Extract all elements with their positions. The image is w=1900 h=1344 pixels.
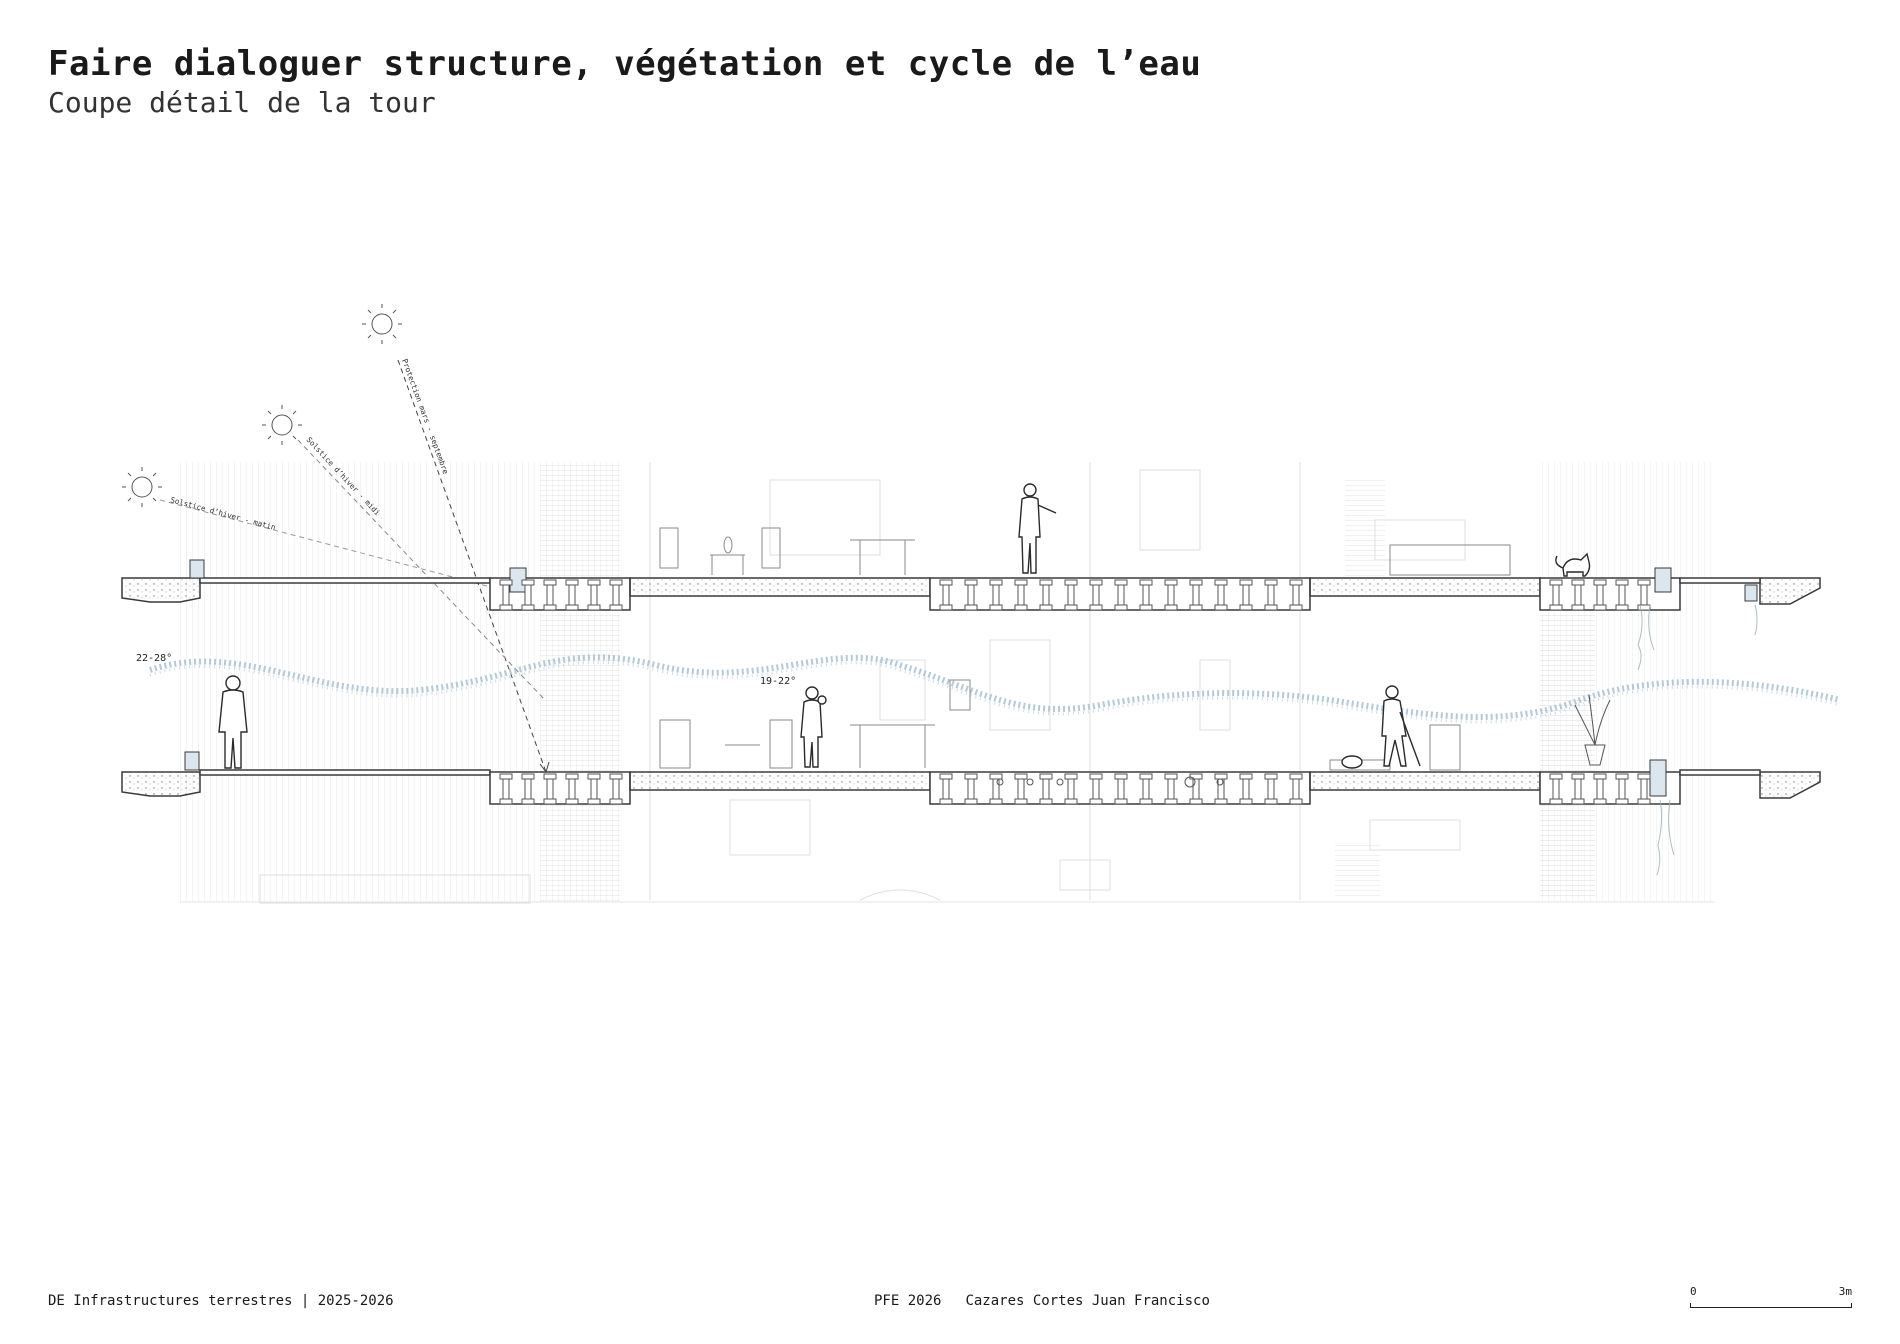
footer-course: DE Infrastructures terrestres | 2025-202… (48, 1293, 394, 1309)
temperature-outdoor: 22-28° (136, 653, 172, 664)
cat (1555, 552, 1591, 577)
plant-pot (1574, 694, 1611, 766)
scale-bar: 0 3m (1690, 1285, 1852, 1308)
sun-ray-summer (397, 359, 547, 773)
sun-label-projection: Protection mars - septembre (400, 358, 450, 476)
sun-icon-summer (362, 304, 402, 344)
scale-bar-line (1690, 1303, 1852, 1308)
background-elevation (180, 462, 1715, 904)
sun-icon-noon (262, 405, 302, 445)
people (218, 483, 1591, 769)
footer-project: PFE 2026 (874, 1293, 942, 1309)
person-vacuuming (1341, 685, 1421, 769)
scale-start-label: 0 (1690, 1285, 1697, 1298)
page-title: Faire dialoguer structure, végétation et… (48, 44, 1202, 84)
scale-end-label: 3m (1838, 1285, 1852, 1298)
lower-joists (499, 773, 1651, 805)
person-holding-child (800, 686, 827, 768)
footer-author: Cazares Cortes Juan Francisco (965, 1293, 1210, 1309)
person-standing-coat (218, 675, 248, 769)
sun-ray-noon (297, 439, 546, 701)
furniture (659, 527, 1511, 771)
temperature-indoor: 19-22° (760, 676, 796, 687)
person-at-counter (1018, 483, 1057, 574)
sun-icon-morning (122, 467, 162, 507)
footer-credits: PFE 2026 Cazares Cortes Juan Francisco (874, 1293, 1210, 1309)
page-subtitle: Coupe détail de la tour (48, 86, 436, 119)
hanging-vegetation (1637, 604, 1758, 876)
